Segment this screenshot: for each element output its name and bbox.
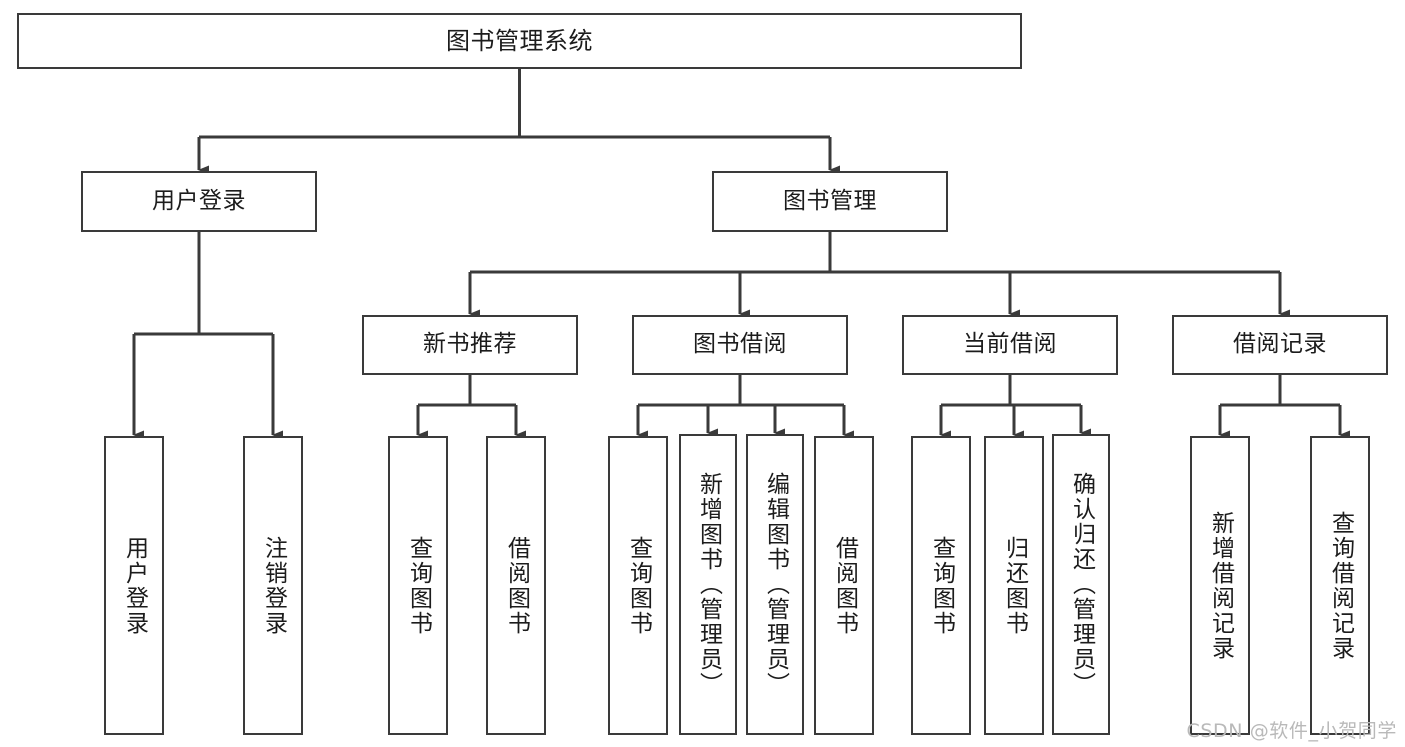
leaf-record-add[interactable]: 新增借阅记录 [1190,436,1250,735]
leaf-borrow-borrow-book-label: 借阅图书 [831,535,858,636]
leaf-current-confirm-return[interactable]: 确认归还（管理员） [1052,434,1110,735]
node-user-login[interactable]: 用户登录 [81,171,317,232]
leaf-current-query-book-label: 查询图书 [928,535,955,636]
leaf-new-borrow-book-label: 借阅图书 [503,535,530,636]
node-root-label: 图书管理系统 [446,26,593,55]
leaf-new-query-book[interactable]: 查询图书 [388,436,448,735]
leaf-record-query[interactable]: 查询借阅记录 [1310,436,1370,735]
node-new-book-recommend-label: 新书推荐 [423,331,517,358]
node-current-borrow-label: 当前借阅 [963,331,1057,358]
leaf-user-login[interactable]: 用户登录 [104,436,164,735]
leaf-borrow-query-book-label: 查询图书 [625,535,652,636]
leaf-current-confirm-return-label: 确认归还（管理员） [1068,472,1095,697]
node-book-management[interactable]: 图书管理 [712,171,948,232]
leaf-user-logout-label: 注销登录 [260,535,287,636]
node-borrow-record-label: 借阅记录 [1233,331,1327,358]
leaf-borrow-edit-book[interactable]: 编辑图书（管理员） [746,434,804,735]
leaf-current-return-book-label: 归还图书 [1001,535,1028,636]
node-root[interactable]: 图书管理系统 [17,13,1022,69]
leaf-borrow-add-book-label: 新增图书（管理员） [695,472,722,697]
node-new-book-recommend[interactable]: 新书推荐 [362,315,578,375]
leaf-new-borrow-book[interactable]: 借阅图书 [486,436,546,735]
leaf-current-return-book[interactable]: 归还图书 [984,436,1044,735]
leaf-record-query-label: 查询借阅记录 [1327,510,1354,661]
leaf-borrow-edit-book-label: 编辑图书（管理员） [762,472,789,697]
node-book-borrow[interactable]: 图书借阅 [632,315,848,375]
leaf-current-query-book[interactable]: 查询图书 [911,436,971,735]
leaf-borrow-add-book[interactable]: 新增图书（管理员） [679,434,737,735]
csdn-watermark: CSDN @软件_小贺同学 [1186,720,1397,742]
node-borrow-record[interactable]: 借阅记录 [1172,315,1388,375]
leaf-borrow-borrow-book[interactable]: 借阅图书 [814,436,874,735]
node-book-management-label: 图书管理 [783,187,877,214]
leaf-record-add-label: 新增借阅记录 [1207,510,1234,661]
leaf-user-login-label: 用户登录 [121,535,148,636]
connector-lines [132,69,1350,440]
leaf-user-logout[interactable]: 注销登录 [243,436,303,735]
node-user-login-label: 用户登录 [152,187,246,214]
node-current-borrow[interactable]: 当前借阅 [902,315,1118,375]
leaf-borrow-query-book[interactable]: 查询图书 [608,436,668,735]
node-book-borrow-label: 图书借阅 [693,331,787,358]
leaf-new-query-book-label: 查询图书 [405,535,432,636]
